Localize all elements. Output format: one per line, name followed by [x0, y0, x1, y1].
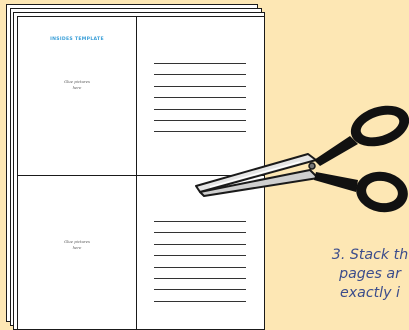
- writing-lines-bottom: [154, 221, 246, 312]
- instruction-caption: 3. Stack th pages ar exactly i: [270, 246, 409, 303]
- writing-line: [154, 74, 246, 75]
- writing-line: [154, 244, 246, 245]
- writing-line: [154, 86, 246, 87]
- fold-line-vertical: [136, 17, 137, 329]
- writing-line: [154, 267, 246, 268]
- writing-line: [154, 278, 246, 279]
- glue-placeholder-bottom-line2: here: [18, 245, 136, 251]
- writing-line: [154, 232, 246, 233]
- writing-line: [154, 63, 246, 64]
- scissors-icon: [190, 100, 409, 230]
- template-title: INSIDES TEMPLATE: [18, 37, 136, 42]
- instruction-line-2: pages ar: [270, 265, 409, 284]
- instruction-line-3: exactly i: [270, 284, 409, 303]
- writing-line: [154, 301, 246, 302]
- writing-line: [154, 255, 246, 256]
- glue-placeholder-top-line2: here: [18, 85, 136, 91]
- glue-placeholder-top: Glue pictures here: [18, 79, 136, 90]
- writing-line: [154, 97, 246, 98]
- glue-placeholder-bottom: Glue pictures here: [18, 239, 136, 250]
- instruction-line-1: 3. Stack th: [270, 246, 409, 265]
- writing-line: [154, 289, 246, 290]
